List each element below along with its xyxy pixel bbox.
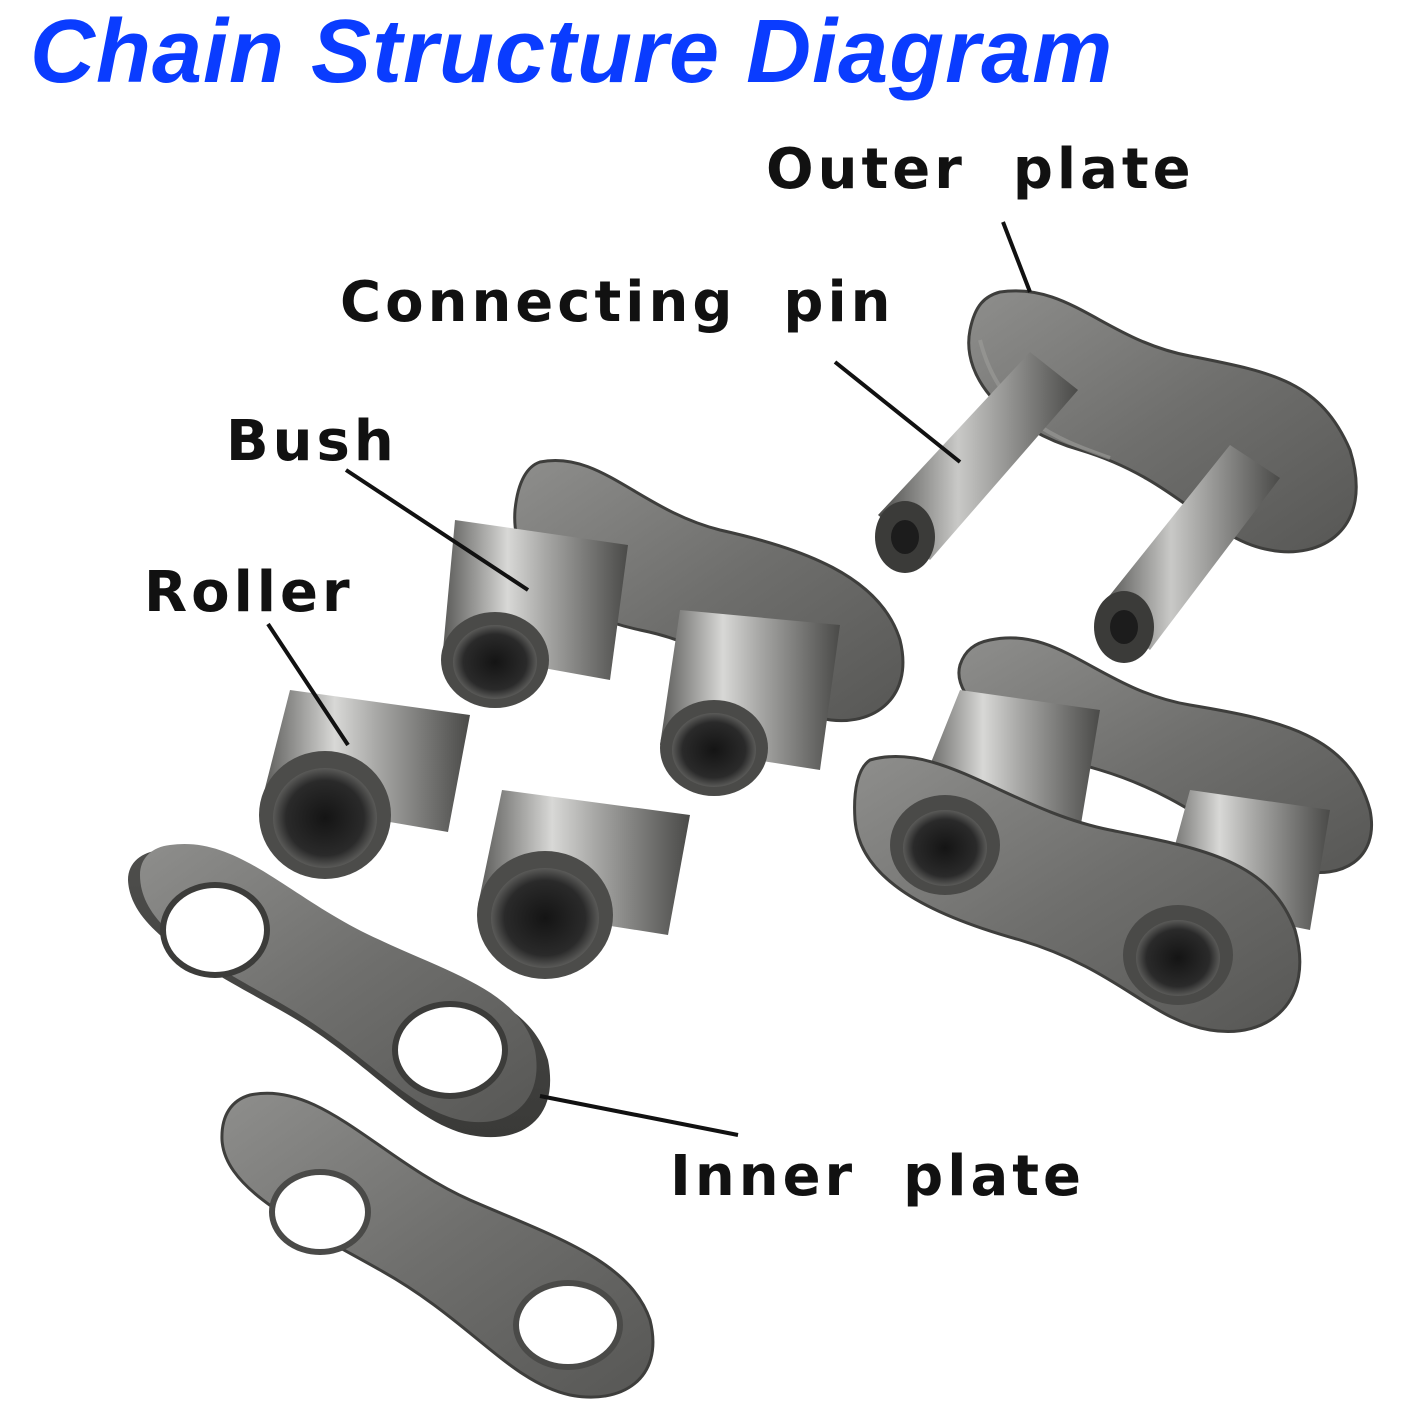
- inner-plate-front: [128, 843, 551, 1138]
- page-title: Chain Structure Diagram: [30, 2, 1114, 102]
- label-connecting-pin: Connecting pin: [340, 270, 895, 335]
- leader-inner-plate: [539, 1094, 739, 1137]
- leader-roller: [266, 622, 350, 747]
- roller-left: [259, 690, 470, 879]
- roller-right: [477, 790, 690, 979]
- label-outer-plate: Outer plate: [766, 137, 1195, 202]
- outer-plate-assembly: [875, 289, 1358, 663]
- bush-cylinder-right: [660, 610, 840, 796]
- inner-plate-back: [220, 1091, 655, 1399]
- bush-cylinder-left: [441, 520, 628, 708]
- bush-assembly: [441, 459, 905, 796]
- leader-lines: [266, 221, 1032, 1137]
- connecting-pin-right: [1094, 445, 1280, 663]
- leader-bush: [344, 468, 530, 592]
- leader-outer-plate: [1001, 221, 1032, 293]
- label-roller: Roller: [144, 560, 354, 625]
- assembled-link: [853, 636, 1373, 1033]
- label-bush: Bush: [226, 409, 398, 474]
- connecting-pin-left: [875, 352, 1078, 573]
- label-inner-plate: Inner plate: [670, 1144, 1085, 1209]
- leader-connecting-pin: [833, 360, 962, 464]
